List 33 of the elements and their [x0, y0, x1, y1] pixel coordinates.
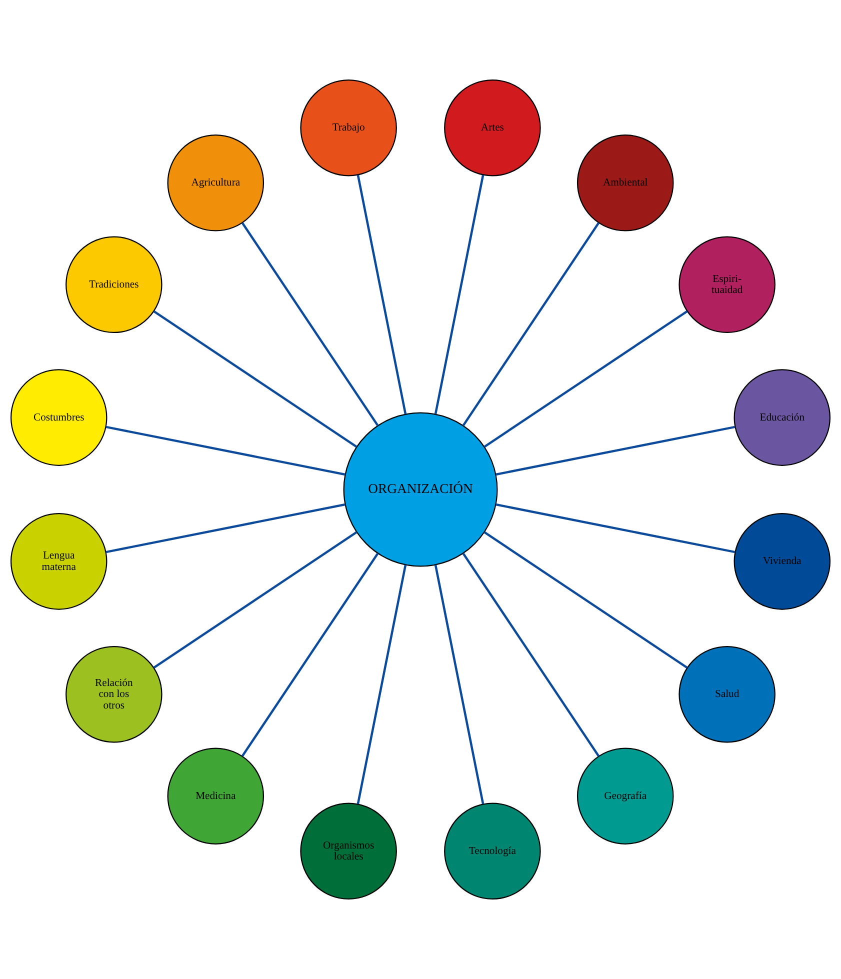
node-circle: Tradiciones	[66, 236, 162, 334]
node-circle: Relación con los otros	[66, 646, 162, 743]
connector	[106, 503, 346, 554]
connector	[434, 174, 484, 414]
connector	[153, 531, 358, 669]
node-circle: Artes	[444, 79, 541, 176]
connector	[356, 564, 407, 804]
connector	[484, 531, 688, 669]
node-circle: Vivienda	[734, 513, 831, 610]
node-circle: Ambiental	[576, 134, 674, 232]
connector	[484, 310, 688, 448]
node-circle: Costumbres	[10, 369, 108, 466]
connector	[496, 503, 736, 554]
node-circle: Lengua materna	[10, 513, 108, 610]
connector	[106, 426, 346, 476]
node-circle: Agricultura	[167, 134, 264, 232]
connector	[241, 222, 379, 426]
node-circle: Tecnología	[444, 802, 541, 900]
connector	[241, 552, 379, 757]
node-circle: Organismos locales	[300, 802, 397, 900]
connector	[153, 310, 358, 448]
node-circle: Geografía	[576, 748, 674, 844]
connector	[462, 552, 600, 757]
connector	[434, 564, 484, 804]
node-circle: Educación	[734, 369, 831, 466]
node-circle: Medicina	[167, 748, 264, 844]
node-circle: Espiri- tuaidad	[678, 236, 776, 334]
connector	[462, 222, 600, 426]
connector	[356, 174, 407, 414]
node-circle: Salud	[678, 646, 776, 743]
node-circle: ORGANIZACIÓN	[343, 412, 498, 567]
connector	[496, 426, 736, 476]
node-circle: Trabajo	[300, 79, 397, 176]
